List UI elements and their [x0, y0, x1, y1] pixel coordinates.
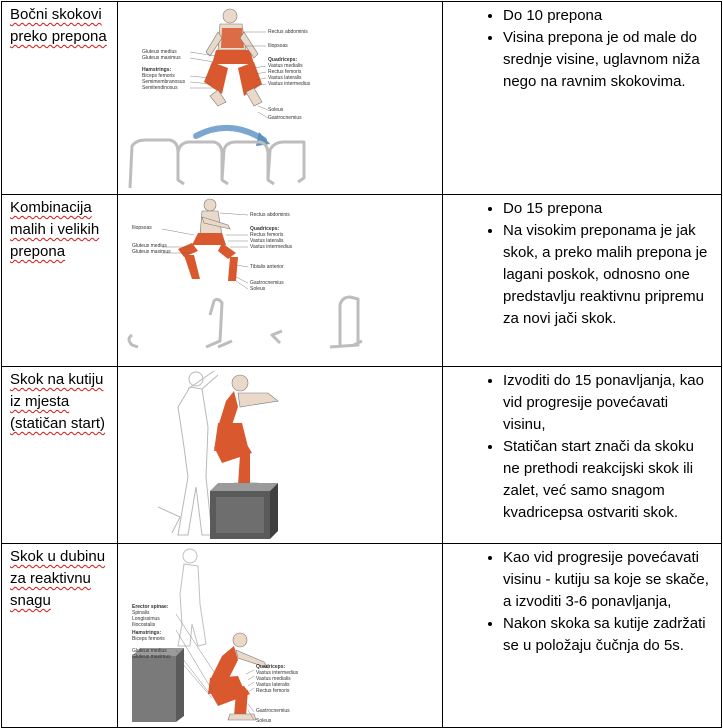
exercise-notes: Izvoditi do 15 ponavljanja, kao vid prog… — [442, 366, 722, 544]
figure-label: Hamstrings: — [142, 67, 172, 73]
exercise-name: Skok u dubinu za reaktivnu snagu — [10, 548, 106, 609]
figure-label: Gluteus maximus — [132, 654, 171, 660]
table-row: Skok na kutiju iz mjesta (statičan start… — [1, 366, 722, 544]
start-pose-outline — [157, 370, 219, 536]
figure-label: Biceps femoris — [142, 73, 175, 79]
note-item: Kao vid progresije povećavati visinu - k… — [503, 547, 713, 613]
box-jump-figure — [157, 370, 279, 539]
exercise-notes: Do 10 prepona Visina prepona je od male … — [442, 1, 722, 195]
start-pose-outline — [177, 548, 207, 647]
figure-label: Vastus intermedius — [268, 81, 311, 87]
figure-label: Gastrocnemius — [250, 280, 284, 286]
figure-label: Rectus abdominis — [268, 29, 308, 35]
exercise-name-cell: Skok na kutiju iz mjesta (statičan start… — [1, 366, 118, 544]
figure-label: Semitendinosus — [142, 85, 178, 91]
figure-label: Iliocostalis — [132, 622, 156, 628]
table-row: Skok u dubinu za reaktivnu snagu — [1, 543, 722, 728]
exercise-name-cell: Skok u dubinu za reaktivnu snagu — [1, 543, 118, 728]
exercise-name-cell: Bočni skokovi preko prepona — [1, 1, 118, 195]
note-item: Do 10 prepona — [503, 5, 713, 27]
note-item: Na visokim preponama je jak skok, a prek… — [503, 220, 713, 330]
note-item: Statičan start znači da skoku ne prethod… — [503, 436, 713, 524]
figure-label: Quadriceps: — [250, 226, 280, 232]
figure-label: Hamstrings: — [132, 630, 162, 636]
figure-label: Erector spinae: — [132, 604, 169, 610]
lateral-hurdle-jump-figure: Gluteus medius Gluteus maximus Hamstring… — [128, 8, 311, 189]
figure-label: Iliopsoas — [268, 43, 288, 49]
figure-label: Tibialis anterior — [250, 264, 284, 270]
figure-label: Soleus — [250, 286, 266, 292]
figure-label: Longissimus — [132, 616, 160, 622]
exercise-name: Bočni skokovi preko prepona — [10, 6, 107, 45]
exercise-name: Kombinacija malih i velikih prepona — [10, 199, 100, 260]
figure-label: Vastus lateralis — [250, 238, 284, 244]
hurdles — [127, 295, 363, 349]
exercise-illustration — [117, 366, 443, 544]
exercise-illustration: Gluteus medius Gluteus maximus Hamstring… — [117, 1, 443, 195]
figure-label: Gluteus maximus — [132, 249, 171, 255]
note-item: Izvoditi do 15 ponavljanja, kao vid prog… — [503, 370, 713, 436]
figure-label: Quadriceps: — [268, 57, 298, 63]
table-row: Kombinacija malih i velikih prepona Ilio… — [1, 194, 722, 367]
figure-label: Biceps femoris — [132, 636, 165, 642]
table-row: Bočni skokovi preko prepona — [1, 1, 722, 195]
figure-label: Spinalis — [132, 610, 150, 616]
plyo-box — [210, 483, 278, 539]
figure-label: Vastus intermedius — [250, 244, 293, 250]
figure-label: Rectus abdominis — [250, 212, 290, 218]
figure-label: Soleus — [268, 107, 284, 113]
figure-label: Vastus lateralis — [256, 682, 290, 688]
note-item: Visina prepona je od male do srednje vis… — [503, 27, 713, 93]
figure-label: Gluteus maximus — [142, 55, 181, 61]
figure-label: Vastus lateralis — [268, 75, 302, 81]
figure-label: Soleus — [256, 718, 272, 724]
figure-label: Vastus intermedius — [256, 670, 299, 676]
exercise-illustration: Erector spinae: Spinalis Longissimus Ili… — [117, 543, 443, 728]
note-item: Do 15 prepona — [503, 198, 713, 220]
figure-label: Rectus femoris — [268, 69, 302, 75]
figure-label: Vastus medialis — [268, 63, 303, 69]
exercise-name: Skok na kutiju iz mjesta (statičan start… — [10, 371, 106, 432]
exercise-name-cell: Kombinacija malih i velikih prepona — [1, 194, 118, 367]
figure-label: Gluteus medius — [132, 648, 167, 654]
hurdle-combination-figure: Iliopsoas Gluteus medius Gluteus maximus… — [127, 198, 363, 349]
depth-jump-figure: Erector spinae: Spinalis Longissimus Ili… — [132, 548, 299, 724]
figure-label: Gastrocnemius — [268, 115, 302, 121]
note-item: Nakon skoka sa kutije zadržati se u polo… — [503, 613, 713, 657]
figure-label: Gluteus medius — [142, 49, 177, 55]
hurdles — [128, 138, 306, 189]
figure-label: Rectus femoris — [250, 232, 284, 238]
plyo-box — [132, 648, 184, 722]
exercise-illustration: Iliopsoas Gluteus medius Gluteus maximus… — [117, 194, 443, 367]
figure-label: Iliopsoas — [132, 225, 152, 231]
figure-label: Gastrocnemius — [256, 708, 290, 714]
figure-label: Rectus femoris — [256, 688, 290, 694]
figure-label: Vastus medialis — [256, 676, 291, 682]
figure-label: Semimembranosus — [142, 79, 186, 85]
figure-label: Gluteus medius — [132, 243, 167, 249]
exercise-notes: Do 15 prepona Na visokim preponama je ja… — [442, 194, 722, 367]
exercise-notes: Kao vid progresije povećavati visinu - k… — [442, 543, 722, 728]
figure-label: Quadriceps: — [256, 664, 286, 670]
